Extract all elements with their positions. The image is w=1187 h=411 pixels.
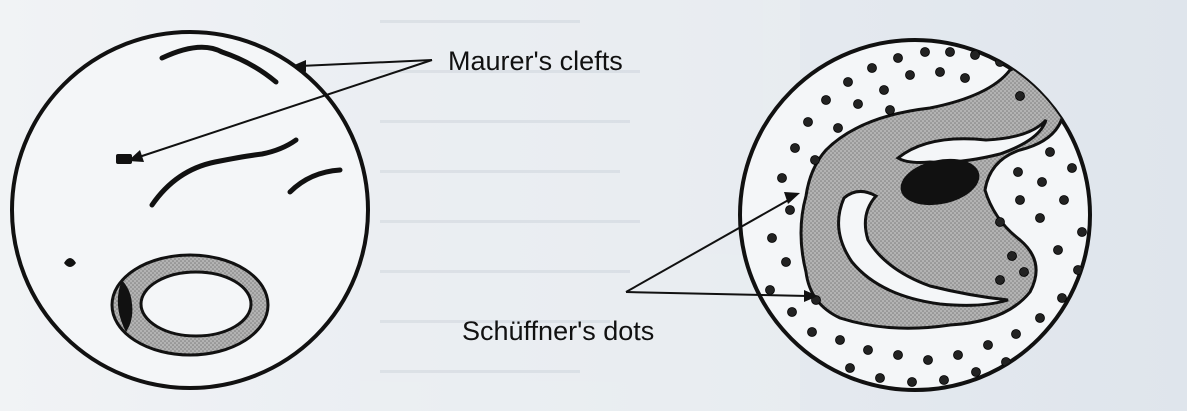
schuffner-dot [880,86,889,95]
schuffner-dot [791,144,800,153]
schuffner-dot [1036,214,1045,223]
schuffner-dot [766,286,775,295]
schuffner-dot [788,308,797,317]
schuffner-dot [996,276,1005,285]
schuffner-dot [1068,164,1077,173]
schuffner-dot [782,258,791,267]
schuffner-dot [972,368,981,377]
schuffner-dot [936,68,945,77]
schuffner-dot [1012,330,1021,339]
schuffner-dot [940,376,949,385]
schuffner-dot [894,54,903,63]
schuffner-dot [908,378,917,387]
schuffner-dot [1066,96,1075,105]
schuffner-dot [834,124,843,133]
schuffner-dot [1008,252,1017,261]
schuffner-dot [894,351,903,360]
schuffner-dot [1058,294,1067,303]
schuffner-dot [854,100,863,109]
schuffner-dot [1036,78,1045,87]
schuffner-dot [1038,178,1047,187]
schuffner-dot [868,64,877,73]
left-red-blood-cell [12,32,368,388]
schuffner-dot [1060,196,1069,205]
schuffner-dot [1078,228,1087,237]
schuffner-dot [786,206,795,215]
schuffner-dot [971,51,980,60]
ring-stage-parasite [112,255,268,355]
schuffner-dot [954,351,963,360]
schuffner-dot [1036,314,1045,323]
schuffner-dot [804,118,813,127]
schuffner-dot [984,341,993,350]
schuffner-dot [768,234,777,243]
schuffner-dot [996,218,1005,227]
schuffner-dot [811,156,820,165]
right-red-blood-cell [740,40,1095,390]
maurers-cleft-2 [116,154,132,164]
schuffner-dot [846,364,855,373]
schuffner-dot [876,374,885,383]
schuffner-dot [946,48,955,57]
maurers-clefts-label: Maurer's clefts [448,46,623,76]
schuffner-dot [1014,168,1023,177]
schuffner-dot [886,106,895,115]
schuffner-dot [1054,246,1063,255]
schuffner-dot [836,336,845,345]
schuffner-dot [1046,148,1055,157]
schuffner-dot [822,96,831,105]
schuffner-dot [1076,131,1085,140]
schuffner-dot [924,356,933,365]
schuffner-dot [864,346,873,355]
schuffner-dot [1020,268,1029,277]
schuffner-dot [778,174,787,183]
schuffner-dot [1016,92,1025,101]
schuffner-dot [1086,286,1095,295]
schuffner-dot [1016,196,1025,205]
schuffner-dot [844,78,853,87]
schuffner-dot [808,328,817,337]
schuffner-dot [961,74,970,83]
schuffner-dot [906,71,915,80]
schuffner-dot [1056,326,1065,335]
schuffners-dots-label: Schüffner's dots [462,316,654,346]
schuffner-dot [921,48,930,57]
